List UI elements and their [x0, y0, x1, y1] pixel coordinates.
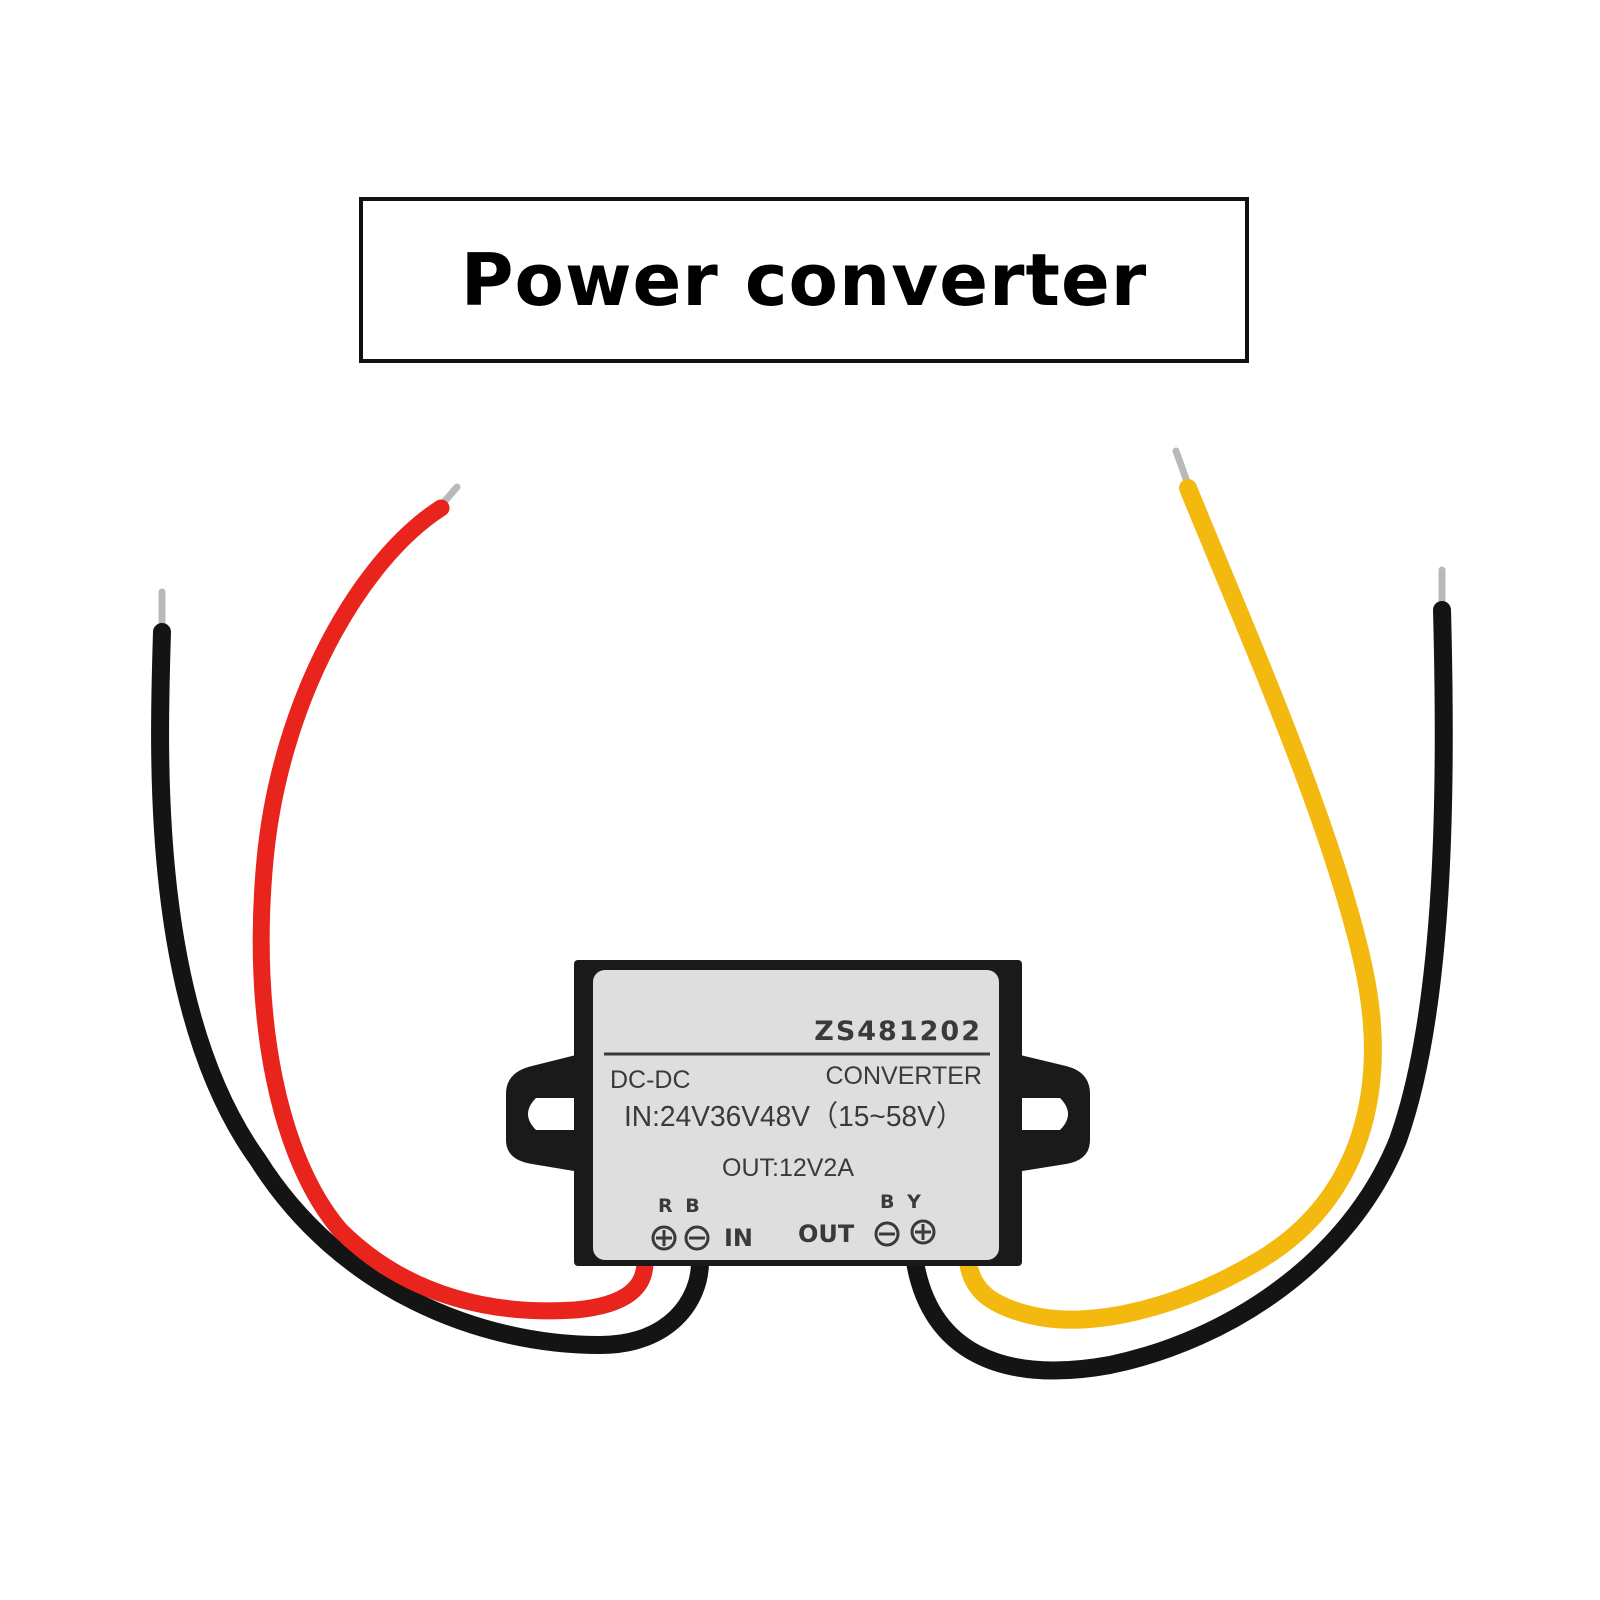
device-label: ZS481202 DC-DC CONVERTER IN:24V36V48V（15…	[604, 1016, 990, 1252]
converter-housing	[506, 960, 1090, 1266]
device-label-plate	[593, 970, 999, 1260]
plus-circle-icon	[910, 1219, 936, 1245]
minus-circle-icon	[684, 1225, 710, 1251]
output-spec: OUT:12V2A	[722, 1154, 854, 1182]
title-box: Power converter	[359, 197, 1249, 363]
type-left: DC-DC	[610, 1066, 691, 1094]
input-spec: IN:24V36V48V（15~58V）	[624, 1101, 964, 1133]
wire-output-positive-yellow	[959, 479, 1382, 1329]
output-wire-letters: B Y	[880, 1191, 924, 1213]
type-right: CONVERTER	[825, 1062, 982, 1090]
model-number: ZS481202	[814, 1016, 982, 1047]
mounting-tab-left	[506, 1054, 580, 1172]
page-title: Power converter	[460, 238, 1148, 322]
mounting-tab-right	[1016, 1054, 1090, 1172]
plus-circle-icon	[651, 1225, 677, 1251]
wire-input-negative-black	[151, 623, 709, 1355]
wire-input-positive-red	[252, 499, 654, 1320]
wire-output-negative-black	[906, 601, 1453, 1380]
minus-circle-icon	[874, 1221, 900, 1247]
input-wire-letters: R B	[658, 1195, 703, 1217]
output-marker: OUT	[798, 1220, 855, 1248]
input-marker: IN	[724, 1224, 753, 1252]
